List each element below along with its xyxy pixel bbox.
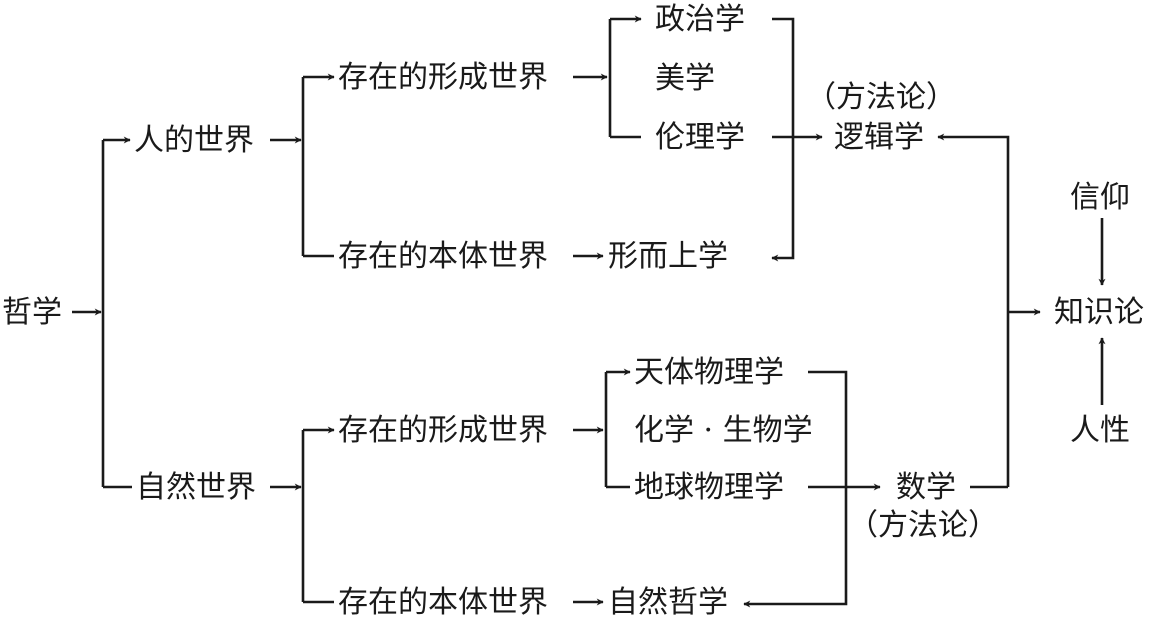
node-natural-world: 自然世界 [136, 470, 256, 505]
node-aesthetics: 美学 [655, 61, 715, 96]
node-politics: 政治学 [655, 2, 745, 37]
node-mathematics: 数学 [896, 470, 956, 505]
node-logic: 逻辑学 [834, 120, 924, 155]
node-human-world: 人的世界 [134, 123, 254, 158]
connectors [72, 15, 1106, 608]
node-geophysics: 地球物理学 [634, 470, 784, 505]
bracket-to-metaphysics [771, 17, 795, 262]
node-natural-philosophy: 自然哲学 [608, 585, 728, 620]
node-methodology-bottom: （方法论） [848, 508, 998, 543]
arrow-to-logic-from-right [937, 133, 1010, 487]
node-philosophy: 哲学 [2, 295, 62, 330]
node-metaphysics: 形而上学 [608, 239, 728, 274]
node-chemistry-biology: 化学 · 生物学 [634, 413, 813, 448]
node-epistemology: 知识论 [1054, 295, 1144, 330]
node-human-nature: 人性 [1070, 413, 1130, 448]
node-ethics: 伦理学 [655, 120, 745, 155]
node-natural-ontology-world: 存在的本体世界 [338, 585, 548, 620]
node-belief: 信仰 [1070, 180, 1130, 215]
node-human-formation-world: 存在的形成世界 [338, 60, 548, 95]
node-methodology-top: （方法论） [806, 80, 956, 115]
node-human-ontology-world: 存在的本体世界 [338, 239, 548, 274]
node-natural-formation-world: 存在的形成世界 [338, 413, 548, 448]
node-astrophysics: 天体物理学 [634, 355, 784, 390]
